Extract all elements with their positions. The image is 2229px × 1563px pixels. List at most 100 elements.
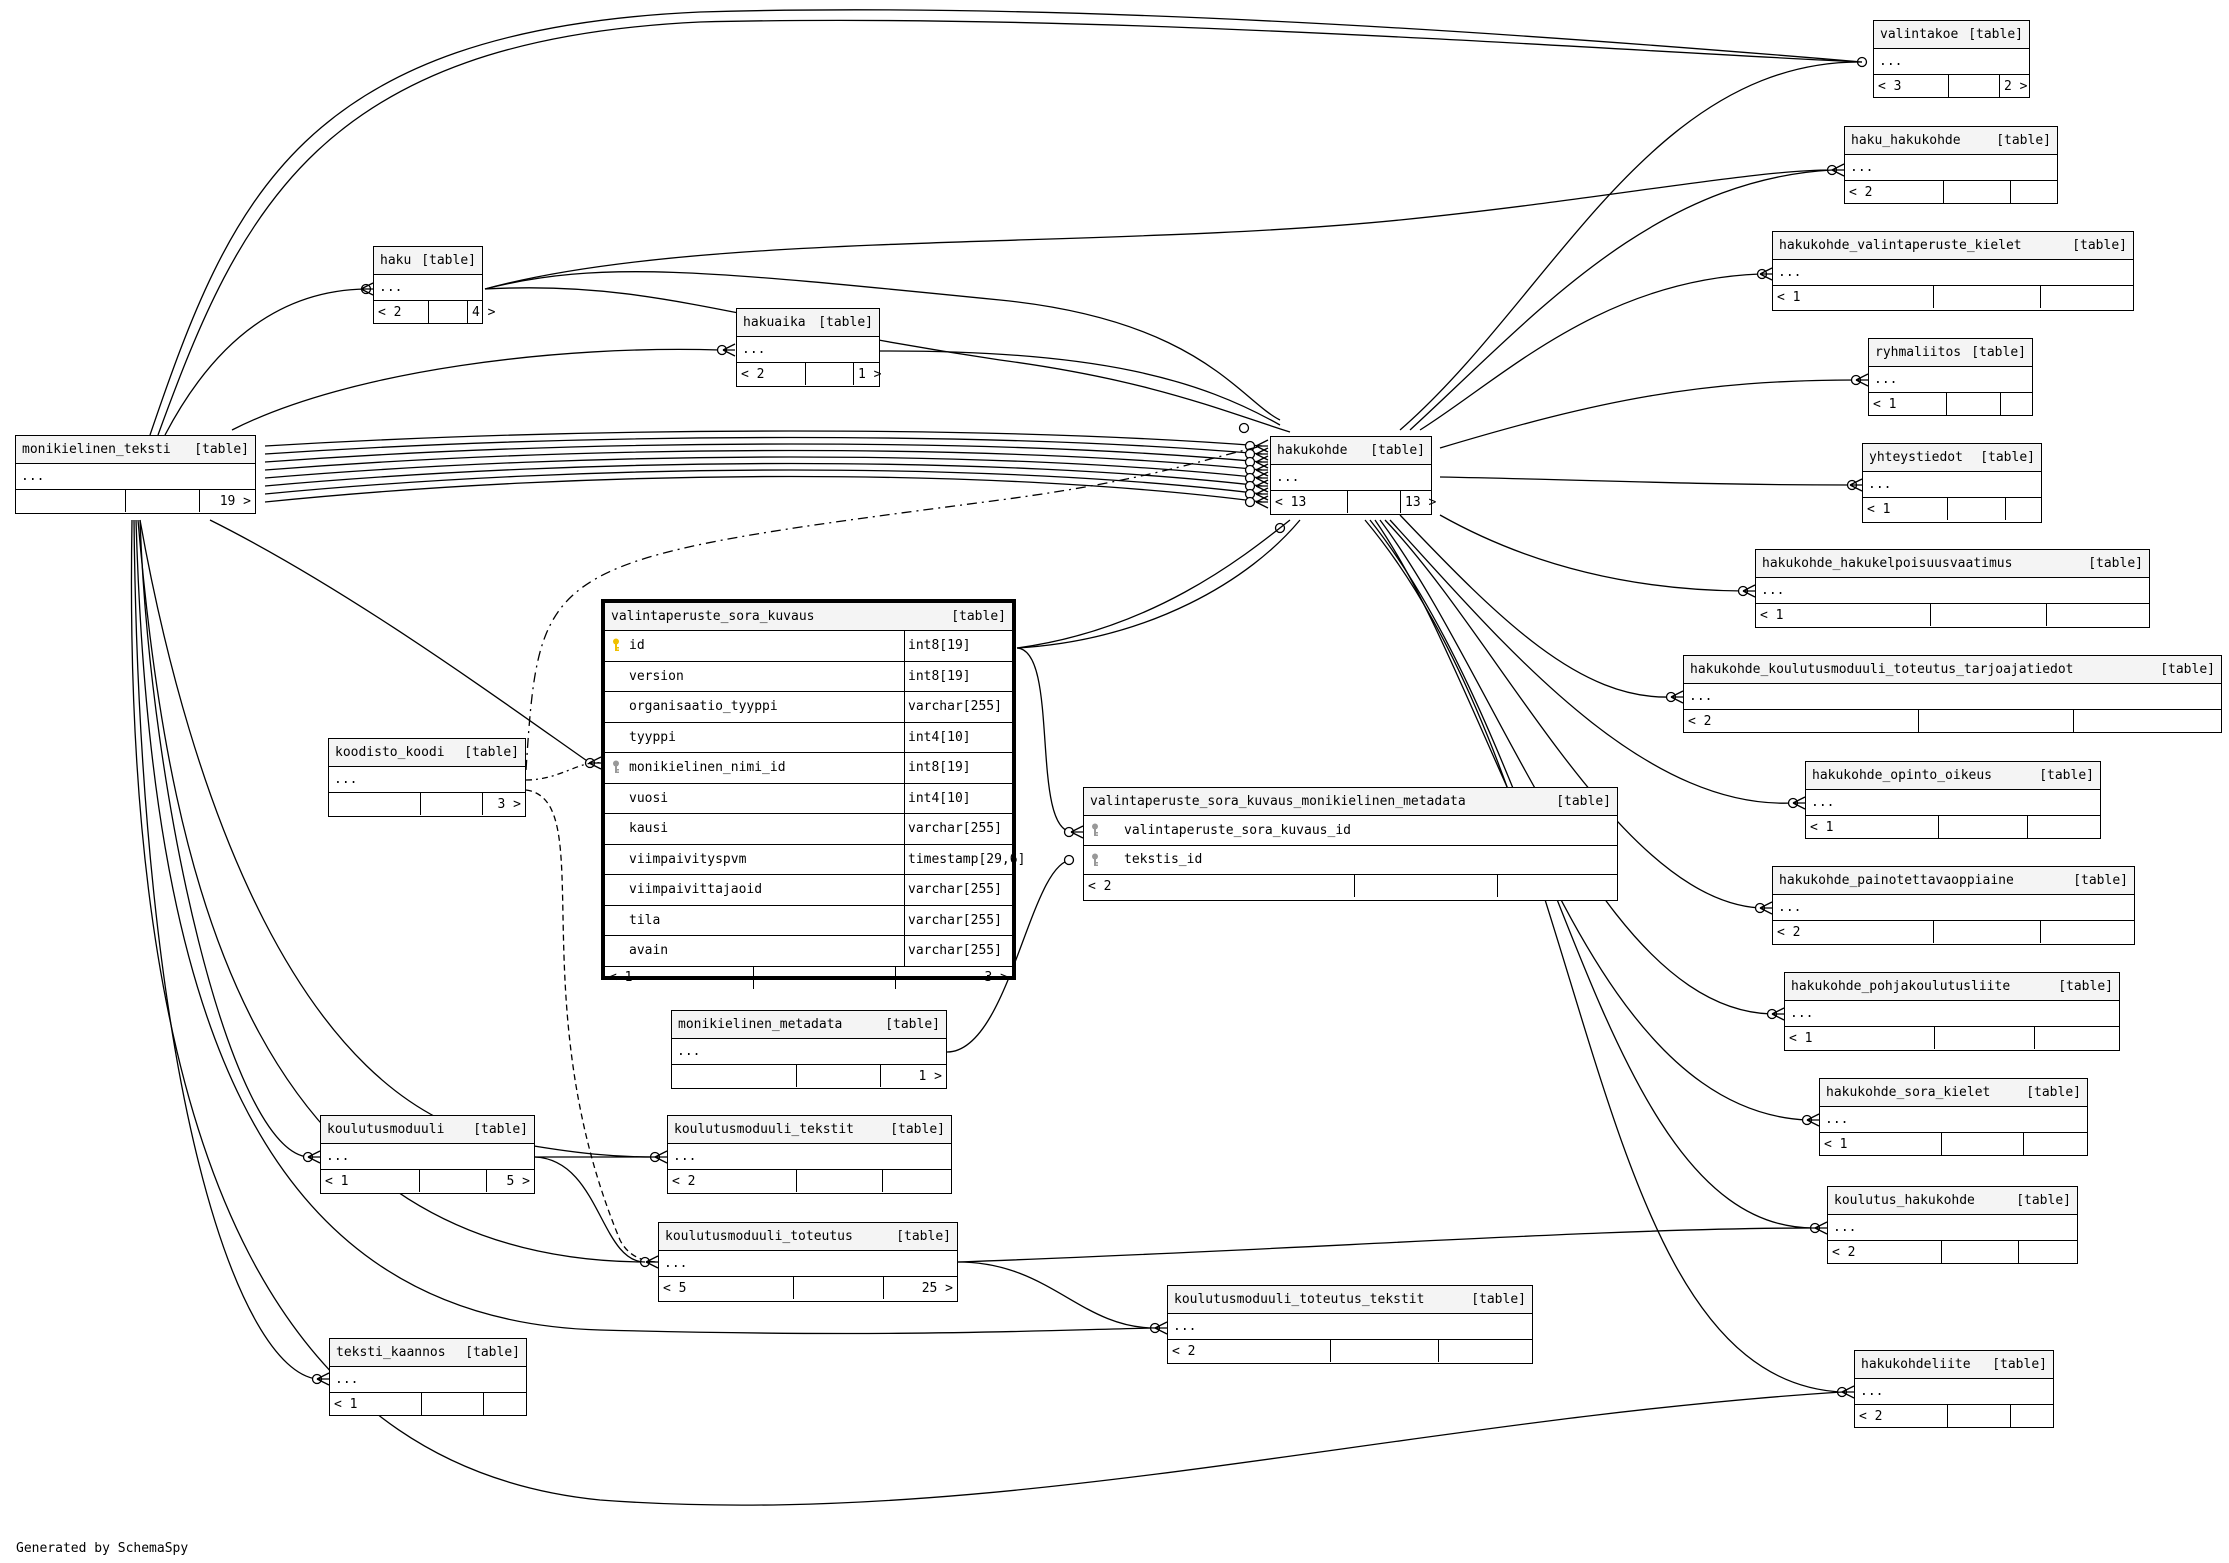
columns-collapsed: ...	[1820, 1107, 2087, 1133]
table-tag: [table]	[1980, 450, 2035, 465]
columns-collapsed: ...	[329, 767, 525, 793]
zero-cardinality-marker	[1787, 797, 1799, 809]
columns-collapsed: ...	[1684, 684, 2221, 710]
zero-cardinality-marker	[1836, 1386, 1848, 1398]
table-hakukohde-koulutusmoduuli-toteutus-tarjoajatiedot[interactable]: hakukohde_koulutusmoduuli_toteutus_tarjo…	[1683, 655, 2222, 733]
crowfoot-marker	[1759, 901, 1773, 915]
table-tag: [table]	[2088, 556, 2143, 571]
footer-parents: < 2	[668, 1170, 797, 1192]
zero-cardinality-marker	[1063, 854, 1075, 866]
column-name-cell: viimpaivityspvm	[605, 844, 905, 874]
table-hakukohde-sora-kielet[interactable]: hakukohde_sora_kielet[table]...< 1	[1819, 1078, 2088, 1156]
table-ryhmaliitos[interactable]: ryhmaliitos[table]...< 1	[1868, 338, 2033, 416]
zero-cardinality-marker	[1850, 374, 1862, 386]
column-row[interactable]: valintaperuste_sora_kuvaus_id	[1084, 816, 1617, 846]
column-type: int4[10]	[908, 790, 971, 806]
footer-parents	[16, 490, 126, 512]
table-name: monikielinen_teksti	[22, 442, 171, 457]
footer-children: 25 >	[921, 1280, 953, 1296]
table-hakukohdeliite[interactable]: hakukohdeliite[table]...< 2	[1854, 1350, 2054, 1428]
relationship-line	[1379, 519, 1773, 1015]
table-tag: [table]	[465, 1345, 520, 1360]
table-koulutusmoduuli-tekstit[interactable]: koulutusmoduuli_tekstit[table]...< 2	[667, 1115, 952, 1194]
relationship-line	[1439, 379, 1857, 449]
footer-parents	[329, 793, 421, 815]
table-footer: < 1	[1806, 816, 2100, 838]
column-name: version	[629, 668, 684, 684]
table-tag: [table]	[1370, 443, 1425, 458]
crowfoot-marker	[1255, 447, 1269, 461]
column-row[interactable]: tekstis_id	[1084, 846, 1617, 875]
table-hakukohde-painotettavaoppiaine[interactable]: hakukohde_painotettavaoppiaine[table]...…	[1772, 866, 2135, 945]
table-footer: < 1	[330, 1393, 526, 1415]
relationship-line	[264, 436, 1263, 455]
table-yhteystiedot[interactable]: yhteystiedot[table]...< 1	[1862, 443, 2042, 523]
crowfoot-marker	[1831, 163, 1845, 177]
table-koodisto-koodi[interactable]: koodisto_koodi[table]...3 >	[328, 738, 526, 817]
table-monikielinen-metadata[interactable]: monikielinen_metadata[table]...1 >	[671, 1010, 947, 1089]
table-name: koulutusmoduuli_tekstit	[674, 1122, 855, 1137]
relationship-line	[1364, 519, 1843, 1393]
column-name-cell: tyyppi	[605, 722, 905, 752]
footer-children	[2006, 498, 2041, 520]
table-footer: < 2	[1845, 181, 2057, 203]
table-name: koulutusmoduuli	[327, 1122, 445, 1137]
crowfoot-marker	[1070, 825, 1084, 839]
relationship-line	[157, 19, 1863, 436]
footer-columns	[422, 1393, 484, 1415]
footer-children	[2001, 393, 2032, 415]
column-type: varchar[255]	[908, 821, 1002, 837]
table-hakukohde-hakukelpoisuusvaatimus[interactable]: hakukohde_hakukelpoisuusvaatimus[table].…	[1755, 549, 2150, 628]
column-name-cell: valintaperuste_sora_kuvaus_id	[1084, 816, 1617, 845]
table-hakukohde-valintaperuste-kielet[interactable]: hakukohde_valintaperuste_kielet[table]..…	[1772, 231, 2134, 311]
table-footer: < 1	[1756, 604, 2149, 626]
table-monikielinen-teksti[interactable]: monikielinen_teksti[table]...19 >	[15, 435, 256, 514]
column-name: viimpaivityspvm	[629, 851, 747, 867]
table-koulutus-hakukohde[interactable]: koulutus_hakukohde[table]...< 2	[1827, 1186, 2078, 1264]
table-hakukohde-pohjakoulutusliite[interactable]: hakukohde_pohjakoulutusliite[table]...< …	[1784, 972, 2120, 1051]
relationship-line	[1439, 514, 1744, 592]
table-teksti-kaannos[interactable]: teksti_kaannos[table]...< 1	[329, 1338, 527, 1416]
table-valintaperuste-sora-kuvaus-monikielinen-metadata[interactable]: valintaperuste_sora_kuvaus_monikielinen_…	[1083, 787, 1618, 901]
table-name: hakukohde	[1277, 443, 1348, 458]
zero-cardinality-marker	[1274, 522, 1286, 534]
footer-children	[2041, 286, 2133, 308]
table-tag: [table]	[2072, 238, 2127, 253]
zero-cardinality-marker	[1244, 488, 1256, 500]
crowfoot-marker	[1849, 478, 1863, 492]
table-header: valintakoe[table]	[1874, 21, 2029, 49]
crowfoot-marker	[1255, 463, 1269, 477]
table-header: koulutusmoduuli_toteutus_tekstit[table]	[1168, 1286, 1532, 1314]
table-header: hakukohde_valintaperuste_kielet[table]	[1773, 232, 2133, 260]
zero-cardinality-marker	[1665, 691, 1677, 703]
table-name: hakuaika	[743, 315, 806, 330]
table-tag: [table]	[818, 315, 873, 330]
table-header: hakukohde [table]	[1271, 437, 1431, 465]
table-haku-hakukohde[interactable]: haku_hakukohde[table]...< 2	[1844, 126, 2058, 204]
footer-columns	[1947, 393, 2001, 415]
table-footer: < 1 3 >	[605, 966, 1012, 989]
table-koulutusmoduuli-toteutus-tekstit[interactable]: koulutusmoduuli_toteutus_tekstit[table].…	[1167, 1285, 1533, 1364]
zero-cardinality-marker	[1737, 585, 1749, 597]
table-hakukohde-opinto-oikeus[interactable]: hakukohde_opinto_oikeus[table]...< 1	[1805, 761, 2101, 839]
